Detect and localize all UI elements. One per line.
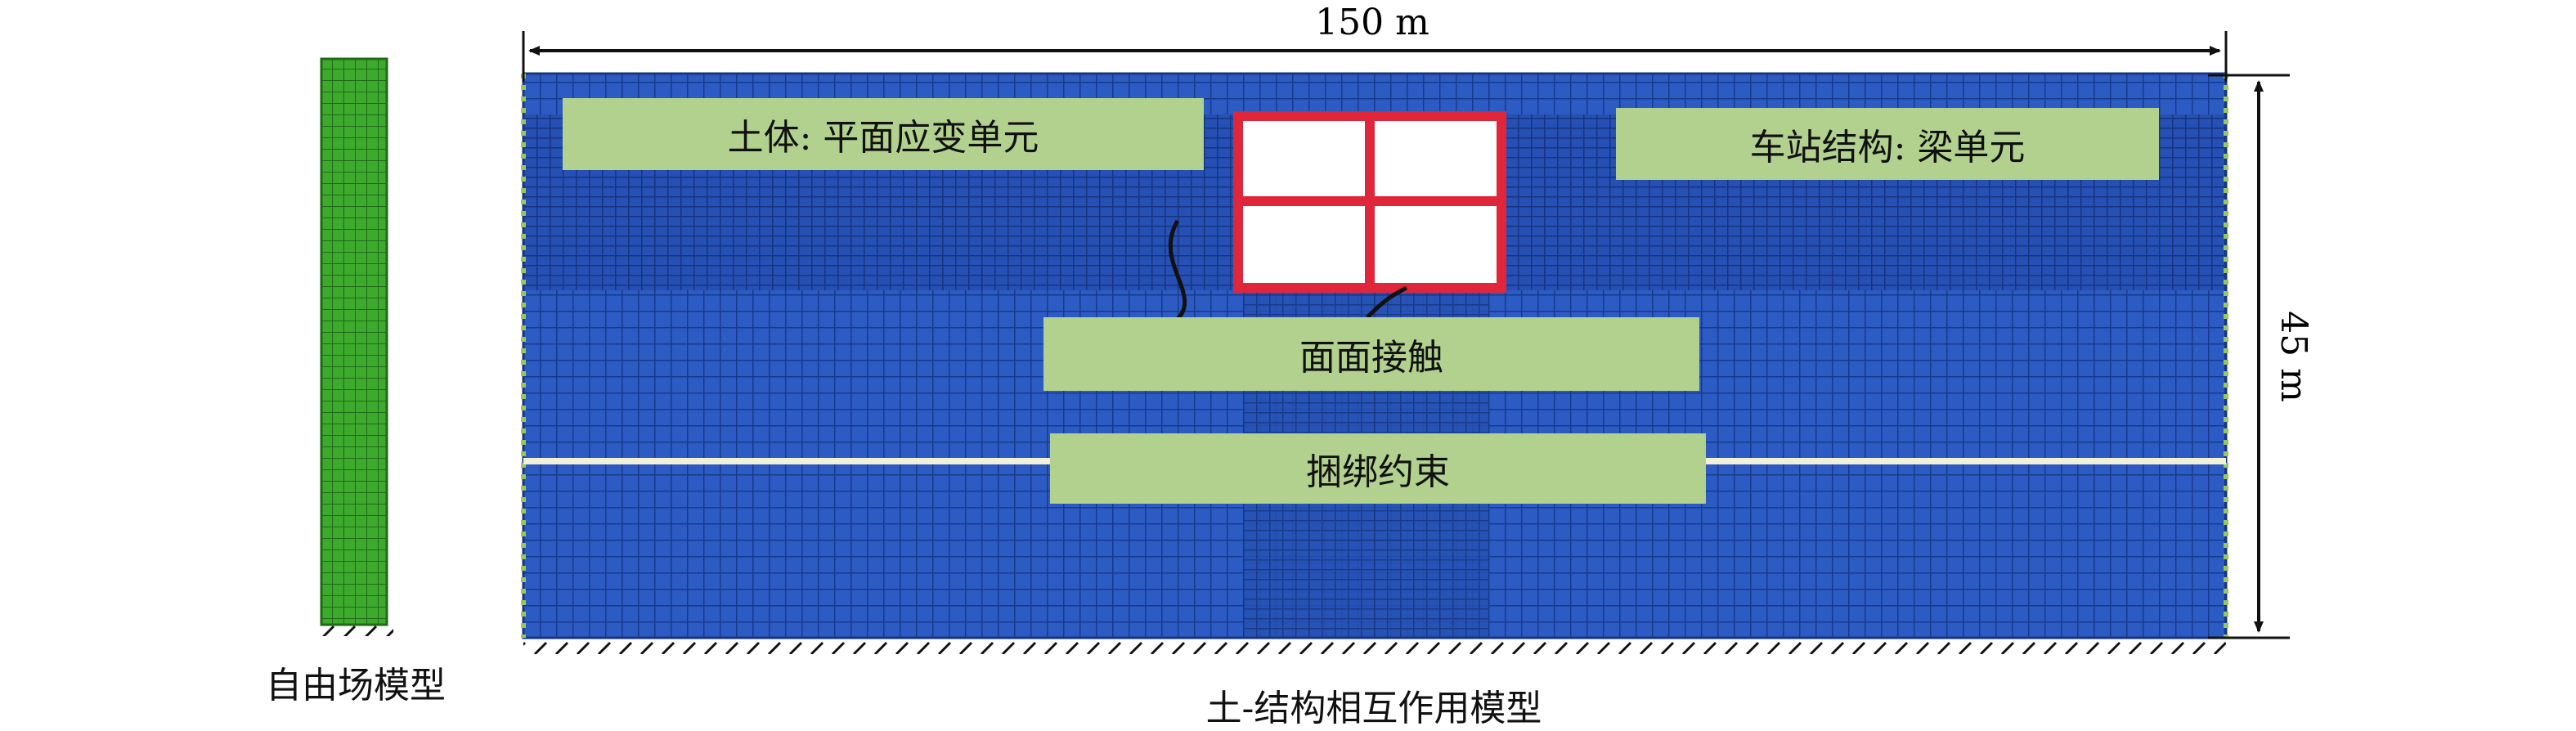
contact-label: 面面接触 bbox=[1043, 317, 1699, 391]
ssi-caption: 土-结构相互作用模型 bbox=[1205, 688, 1542, 729]
fixed-base bbox=[523, 638, 2226, 654]
tie-constraint-label: 捆绑约束 bbox=[1050, 433, 1706, 504]
station-structure bbox=[1233, 111, 1506, 293]
free-field-caption: 自由场模型 bbox=[266, 665, 446, 706]
height-dimension: 45 m bbox=[2208, 74, 2314, 639]
station-element-label: 车站结构: 梁单元 bbox=[1616, 108, 2159, 180]
height-label: 45 m bbox=[2273, 311, 2314, 402]
contact-leader-right bbox=[1366, 285, 1408, 319]
width-label: 150 m bbox=[1315, 2, 1429, 43]
free-field-model bbox=[315, 57, 393, 636]
soil-element-label: 土体: 平面应变单元 bbox=[563, 98, 1204, 170]
width-dimension: 150 m bbox=[522, 2, 2228, 82]
